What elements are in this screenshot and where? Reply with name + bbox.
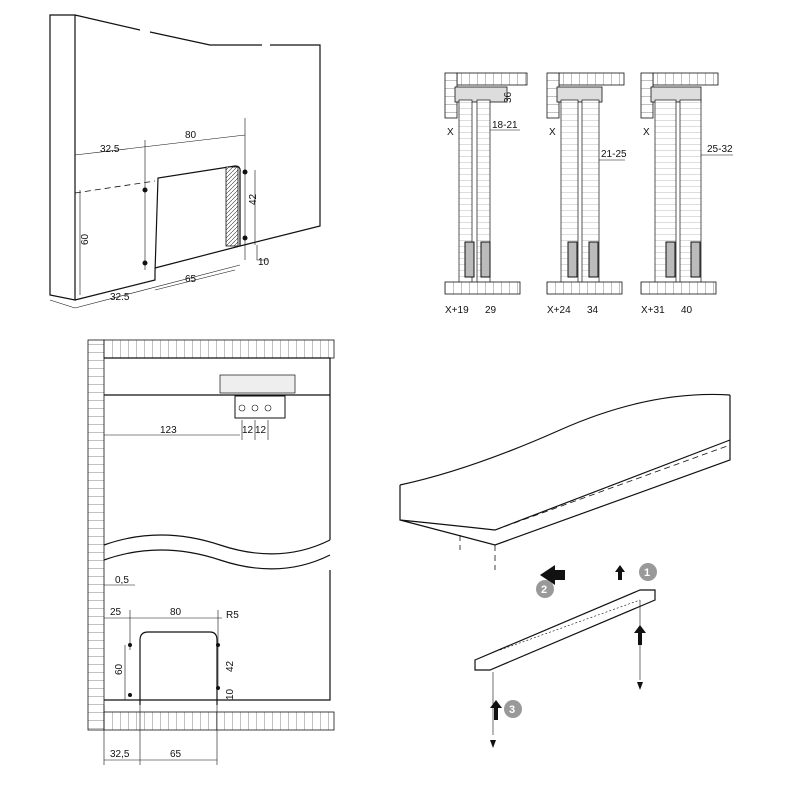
- dim-0-5: 0,5: [115, 575, 129, 586]
- dim-12-b: 12: [255, 425, 267, 436]
- dim-60: 60: [80, 233, 91, 245]
- dim-offset: X+19: [445, 305, 469, 316]
- dim-36: 36: [503, 91, 514, 103]
- dim-thickness: 18-21: [492, 120, 518, 131]
- dim-65: 65: [170, 749, 182, 760]
- step-2-badge: 2: [541, 584, 547, 596]
- step-3-badge: 3: [509, 704, 515, 716]
- dim-offset: X+24: [547, 305, 571, 316]
- dim-10: 10: [258, 257, 270, 268]
- dim-42: 42: [248, 193, 259, 205]
- x-label: X: [447, 127, 454, 138]
- dim-r5: R5: [226, 610, 239, 621]
- dim-60: 60: [114, 663, 125, 675]
- dim-spacing: 29: [485, 305, 497, 316]
- dim-offset: X+31: [641, 305, 665, 316]
- panel-a-cutout-perspective: 32.5 80 60 42 10 32.5 65: [49, 14, 321, 309]
- dim-10: 10: [225, 688, 236, 700]
- step-1-badge: 1: [644, 567, 650, 579]
- dim-thickness: 25-32: [707, 144, 733, 155]
- dim-thickness: 21-25: [601, 149, 627, 160]
- section-variant-2: X 21-25 X+24 34: [546, 72, 627, 316]
- dim-12-a: 12: [242, 425, 254, 436]
- panel-d-mounting-steps: 1 2 3: [399, 393, 731, 748]
- dim-32-5-bottom: 32.5: [110, 292, 130, 303]
- dim-123: 123: [160, 425, 177, 436]
- dim-65: 65: [185, 274, 197, 285]
- x-label: X: [549, 127, 556, 138]
- dim-32-5: 32,5: [110, 749, 130, 760]
- dim-32-5-top: 32.5: [100, 144, 120, 155]
- dim-spacing: 34: [587, 305, 599, 316]
- dim-spacing: 40: [681, 305, 693, 316]
- x-label: X: [643, 127, 650, 138]
- section-variant-3: X 25-32 X+31 40: [640, 72, 733, 316]
- dim-80: 80: [170, 607, 182, 618]
- section-variant-1: X 36 18-21 X+19 29: [444, 72, 528, 316]
- dim-25: 25: [110, 607, 122, 618]
- dim-80: 80: [185, 130, 197, 141]
- panel-c-front-elevation: 123 12 12 0,5 25 80 R5 60 42 10 32,5 65: [87, 339, 335, 765]
- dim-42: 42: [225, 660, 236, 672]
- panel-b-door-sections: X 36 18-21 X+19 29 X 21-25 X+24 34 X 25-…: [444, 72, 733, 316]
